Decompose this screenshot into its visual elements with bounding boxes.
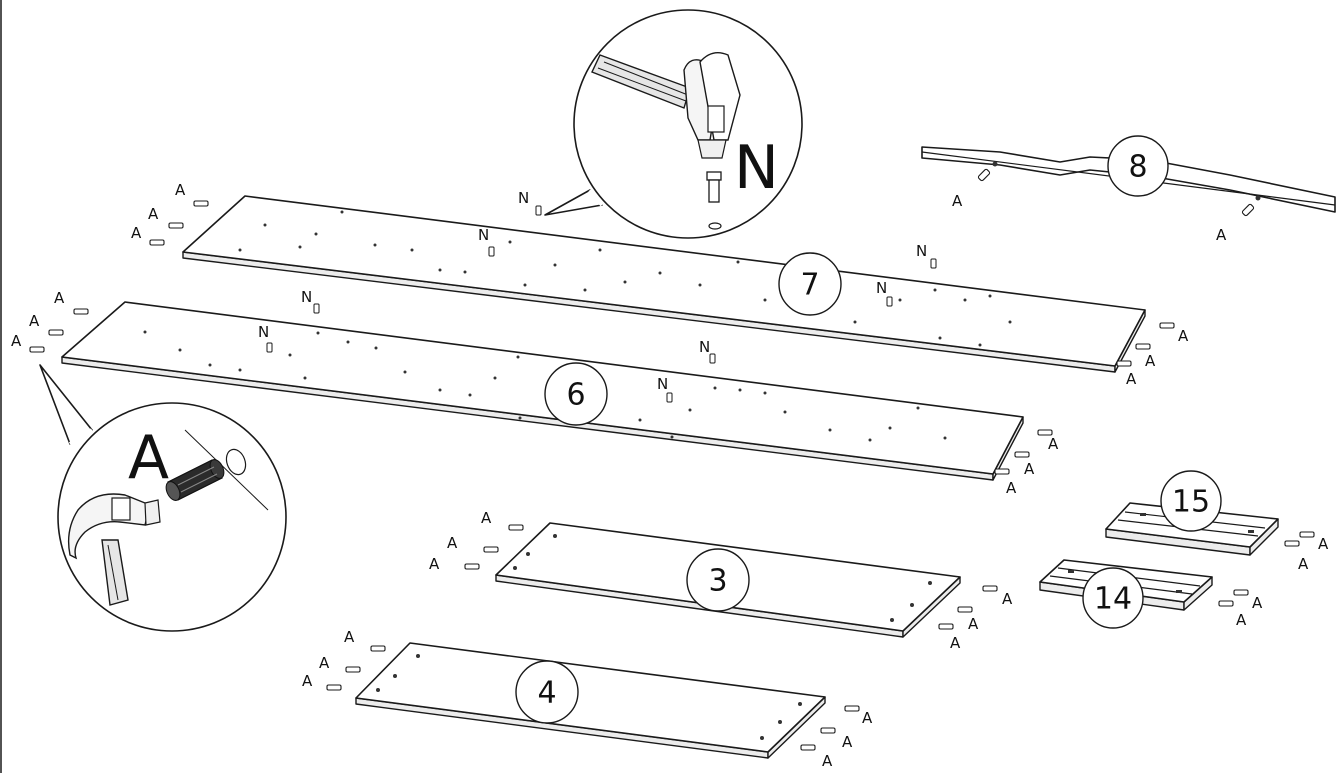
- nail-icon: [706, 171, 722, 230]
- svg-text:A: A: [319, 654, 330, 672]
- svg-text:A: A: [1216, 226, 1227, 244]
- svg-text:N: N: [258, 323, 269, 341]
- svg-text:A: A: [822, 752, 833, 770]
- svg-text:15: 15: [1172, 485, 1210, 520]
- svg-text:A: A: [1024, 460, 1035, 478]
- part-label-6: 6: [544, 362, 608, 426]
- nail-group: N N N N N N N N: [258, 189, 937, 403]
- svg-text:4: 4: [537, 676, 556, 711]
- svg-text:7: 7: [800, 268, 819, 303]
- part-label-14: 14: [1082, 567, 1144, 629]
- svg-text:A: A: [1318, 535, 1329, 553]
- svg-text:A: A: [1236, 611, 1247, 629]
- panel-6: [61, 301, 1024, 481]
- part-label-3: 3: [686, 548, 750, 612]
- svg-text:A: A: [952, 192, 963, 210]
- svg-text:N: N: [734, 133, 779, 203]
- svg-text:N: N: [876, 279, 887, 297]
- part-label-8: 8: [1107, 135, 1169, 197]
- hammer-icon: [67, 493, 161, 606]
- svg-text:A: A: [1006, 479, 1017, 497]
- svg-text:A: A: [131, 224, 142, 242]
- svg-text:6: 6: [566, 378, 585, 413]
- svg-text:A: A: [1178, 327, 1189, 345]
- svg-text:A: A: [1002, 590, 1013, 608]
- part-label-7: 7: [778, 252, 842, 316]
- svg-text:A: A: [344, 628, 355, 646]
- svg-text:A: A: [429, 555, 440, 573]
- svg-text:3: 3: [708, 564, 727, 599]
- svg-text:A: A: [842, 733, 853, 751]
- svg-text:8: 8: [1128, 150, 1147, 185]
- svg-text:N: N: [301, 288, 312, 306]
- dowel-detail-callout: A: [39, 364, 287, 632]
- svg-text:A: A: [302, 672, 313, 690]
- svg-text:N: N: [478, 226, 489, 244]
- svg-text:A: A: [950, 634, 961, 652]
- rail-8-dowels: [977, 168, 1255, 217]
- part-label-15: 15: [1160, 470, 1222, 532]
- svg-text:N: N: [518, 189, 529, 207]
- dowel-icon: [165, 459, 225, 501]
- svg-text:A: A: [54, 289, 65, 307]
- nail-detail-callout: N: [544, 9, 803, 239]
- svg-text:A: A: [862, 709, 873, 727]
- svg-text:A: A: [1126, 370, 1137, 388]
- svg-text:14: 14: [1094, 582, 1132, 617]
- svg-text:A: A: [1145, 352, 1156, 370]
- svg-text:A: A: [128, 423, 169, 493]
- hammer-icon: [591, 52, 741, 159]
- svg-text:N: N: [699, 338, 710, 356]
- panel-4: [355, 642, 826, 759]
- panel-7: [182, 195, 1146, 373]
- svg-text:N: N: [657, 375, 668, 393]
- svg-text:A: A: [148, 205, 159, 223]
- svg-text:A: A: [481, 509, 492, 527]
- svg-text:A: A: [29, 312, 40, 330]
- svg-text:A: A: [968, 615, 979, 633]
- svg-text:A: A: [1252, 594, 1263, 612]
- svg-text:N: N: [916, 242, 927, 260]
- dowel-group: A A A A A A A A A A A A A A A A A A A A …: [11, 181, 1329, 770]
- svg-text:A: A: [447, 534, 458, 552]
- part-label-4: 4: [515, 660, 579, 724]
- svg-text:A: A: [11, 332, 22, 350]
- svg-text:A: A: [1298, 555, 1309, 573]
- svg-text:A: A: [175, 181, 186, 199]
- svg-text:A: A: [1048, 435, 1059, 453]
